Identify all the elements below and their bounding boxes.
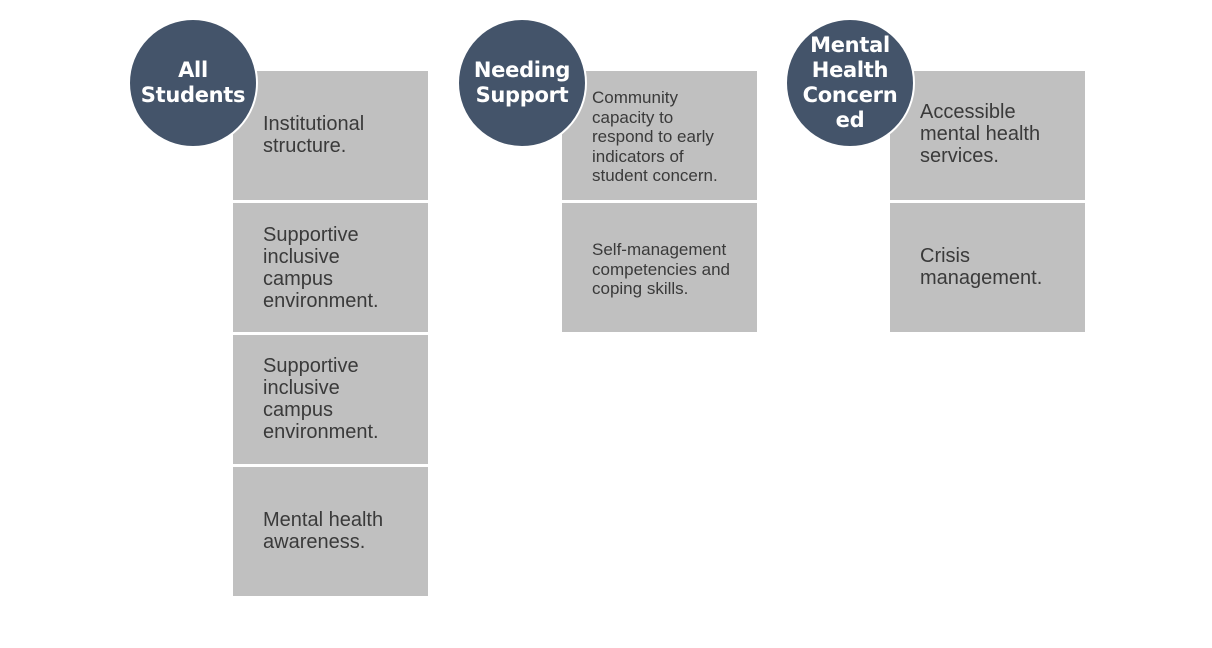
tier-item-label: Mental health awareness. [263, 509, 384, 553]
tier-needing-support: Needing Support Community capacity to re… [457, 0, 757, 648]
tier-title: Needing Support [473, 58, 571, 107]
tier-mental-health-concerned: Mental Health Concern ed Accessible ment… [785, 0, 1085, 648]
tier-item-label: Community capacity to respond to early i… [592, 88, 718, 185]
tier-item: Mental health awareness. [233, 467, 428, 596]
tier-item: Crisis management. [890, 203, 1085, 332]
tier-item: Accessible mental health services. [890, 71, 1085, 200]
tier-item: Institutional structure. [233, 71, 428, 200]
tier-items-list: Community capacity to respond to early i… [562, 71, 757, 335]
tier-item-label: Supportive inclusive campus environment. [263, 355, 379, 443]
tier-all-students: All Students Institutional structure. Su… [128, 0, 428, 648]
tier-item-label: Supportive inclusive campus environment. [263, 224, 379, 312]
tier-item: Community capacity to respond to early i… [562, 71, 757, 200]
tier-item-label: Crisis management. [920, 245, 1043, 289]
tier-item: Supportive inclusive campus environment. [233, 203, 428, 332]
tier-title: All Students [140, 58, 246, 107]
tier-circle-all-students: All Students [128, 18, 258, 148]
tier-item-label: Self-management competencies and coping … [592, 240, 730, 298]
tier-item: Supportive inclusive campus environment. [233, 335, 428, 464]
tier-item: Self-management competencies and coping … [562, 203, 757, 332]
tier-item-label: Institutional structure. [263, 113, 365, 157]
tier-title: Mental Health Concern ed [802, 33, 898, 132]
tier-items-list: Institutional structure. Supportive incl… [233, 71, 428, 599]
tier-items-list: Accessible mental health services. Crisi… [890, 71, 1085, 335]
tier-circle-mental-health-concerned: Mental Health Concern ed [785, 18, 915, 148]
tier-circle-needing-support: Needing Support [457, 18, 587, 148]
tier-item-label: Accessible mental health services. [920, 101, 1041, 167]
